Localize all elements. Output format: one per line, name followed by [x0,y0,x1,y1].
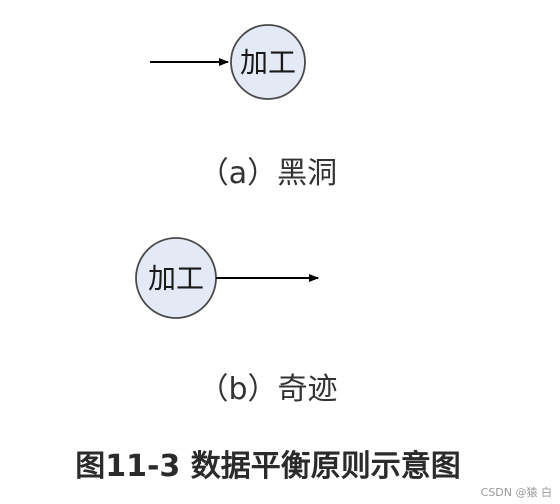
process-label-b: 加工 [148,262,204,295]
caption-a: （a）黑洞 [199,156,337,191]
process-node-a [230,24,306,100]
figure-title: 图11-3 数据平衡原则示意图 [75,449,461,484]
caption-b: （b）奇迹 [198,372,337,407]
diagram-b-miracle: 加工 （b）奇迹 [135,237,338,407]
csdn-watermark: CSDN @猿 白 [481,485,552,499]
process-label-a: 加工 [240,46,296,79]
diagram-a-black-hole: 加工 （a）黑洞 [150,24,337,191]
